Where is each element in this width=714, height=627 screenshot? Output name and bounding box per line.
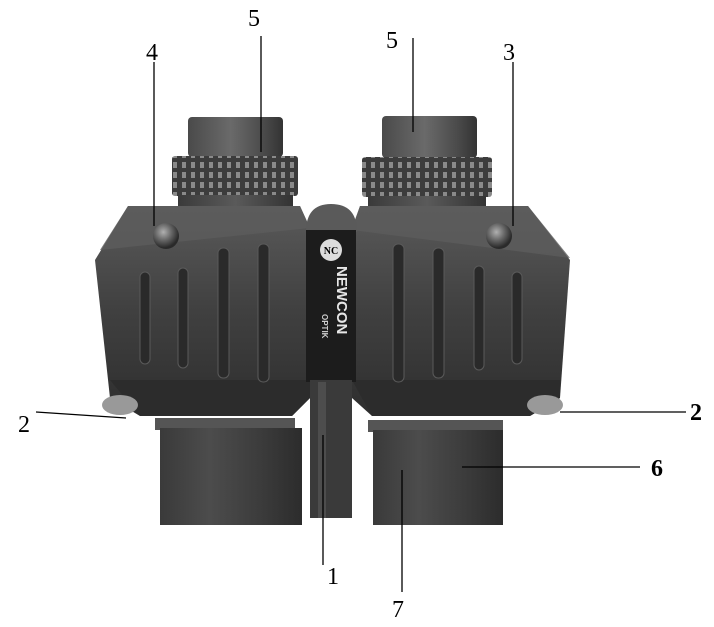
button-right	[486, 223, 512, 249]
focus-ring-left	[172, 156, 298, 196]
label-strap-right: 2	[690, 400, 702, 426]
brand-name: NEWCON	[333, 266, 350, 334]
objective-left-tube	[160, 428, 302, 525]
body-left-top-bevel	[100, 206, 310, 250]
objective-left	[155, 418, 302, 525]
brand-logo-text: NC	[324, 246, 338, 257]
strap-lug-right	[527, 395, 563, 415]
label-button-right: 3	[503, 40, 515, 66]
label-strap-left: 2	[18, 412, 30, 438]
leader-lines	[35, 36, 686, 592]
label-eyepiece-left: 5	[248, 6, 260, 32]
brand-sub: OPTIK	[320, 314, 329, 339]
eyecup-left	[188, 117, 283, 157]
label-objective-center: 7	[392, 597, 404, 623]
eyepiece-left	[172, 117, 298, 209]
eyecup-right	[382, 116, 477, 158]
body-left-shell	[95, 206, 310, 416]
label-eyepiece-right: 5	[386, 28, 398, 54]
body-right-top-bevel	[352, 206, 570, 258]
eyepiece-right	[362, 116, 492, 210]
bridge-cap	[306, 204, 357, 232]
objective-right	[368, 420, 503, 525]
grip-ribs-right	[392, 243, 523, 383]
label-center-bar: 1	[327, 564, 339, 590]
grip-ribs-left	[139, 243, 270, 383]
collar-left	[178, 195, 293, 209]
body-left-lower	[110, 380, 310, 416]
body-left	[95, 206, 310, 416]
button-left	[153, 223, 179, 249]
objective-right-rim	[368, 420, 503, 432]
focus-ring-right	[362, 157, 492, 197]
objective-left-rim	[155, 418, 295, 430]
body-right-lower	[352, 380, 560, 416]
body-right	[352, 206, 570, 416]
label-button-left: 4	[146, 40, 158, 66]
bridge-lower	[310, 380, 352, 518]
label-objective-right: 6	[651, 456, 663, 482]
objective-right-tube	[373, 430, 503, 525]
bridge-lower-highlight	[318, 382, 326, 518]
brand-logo	[320, 239, 342, 261]
strap-lug-left	[102, 395, 138, 415]
center-bridge: NC NEWCON OPTIK	[306, 204, 357, 518]
